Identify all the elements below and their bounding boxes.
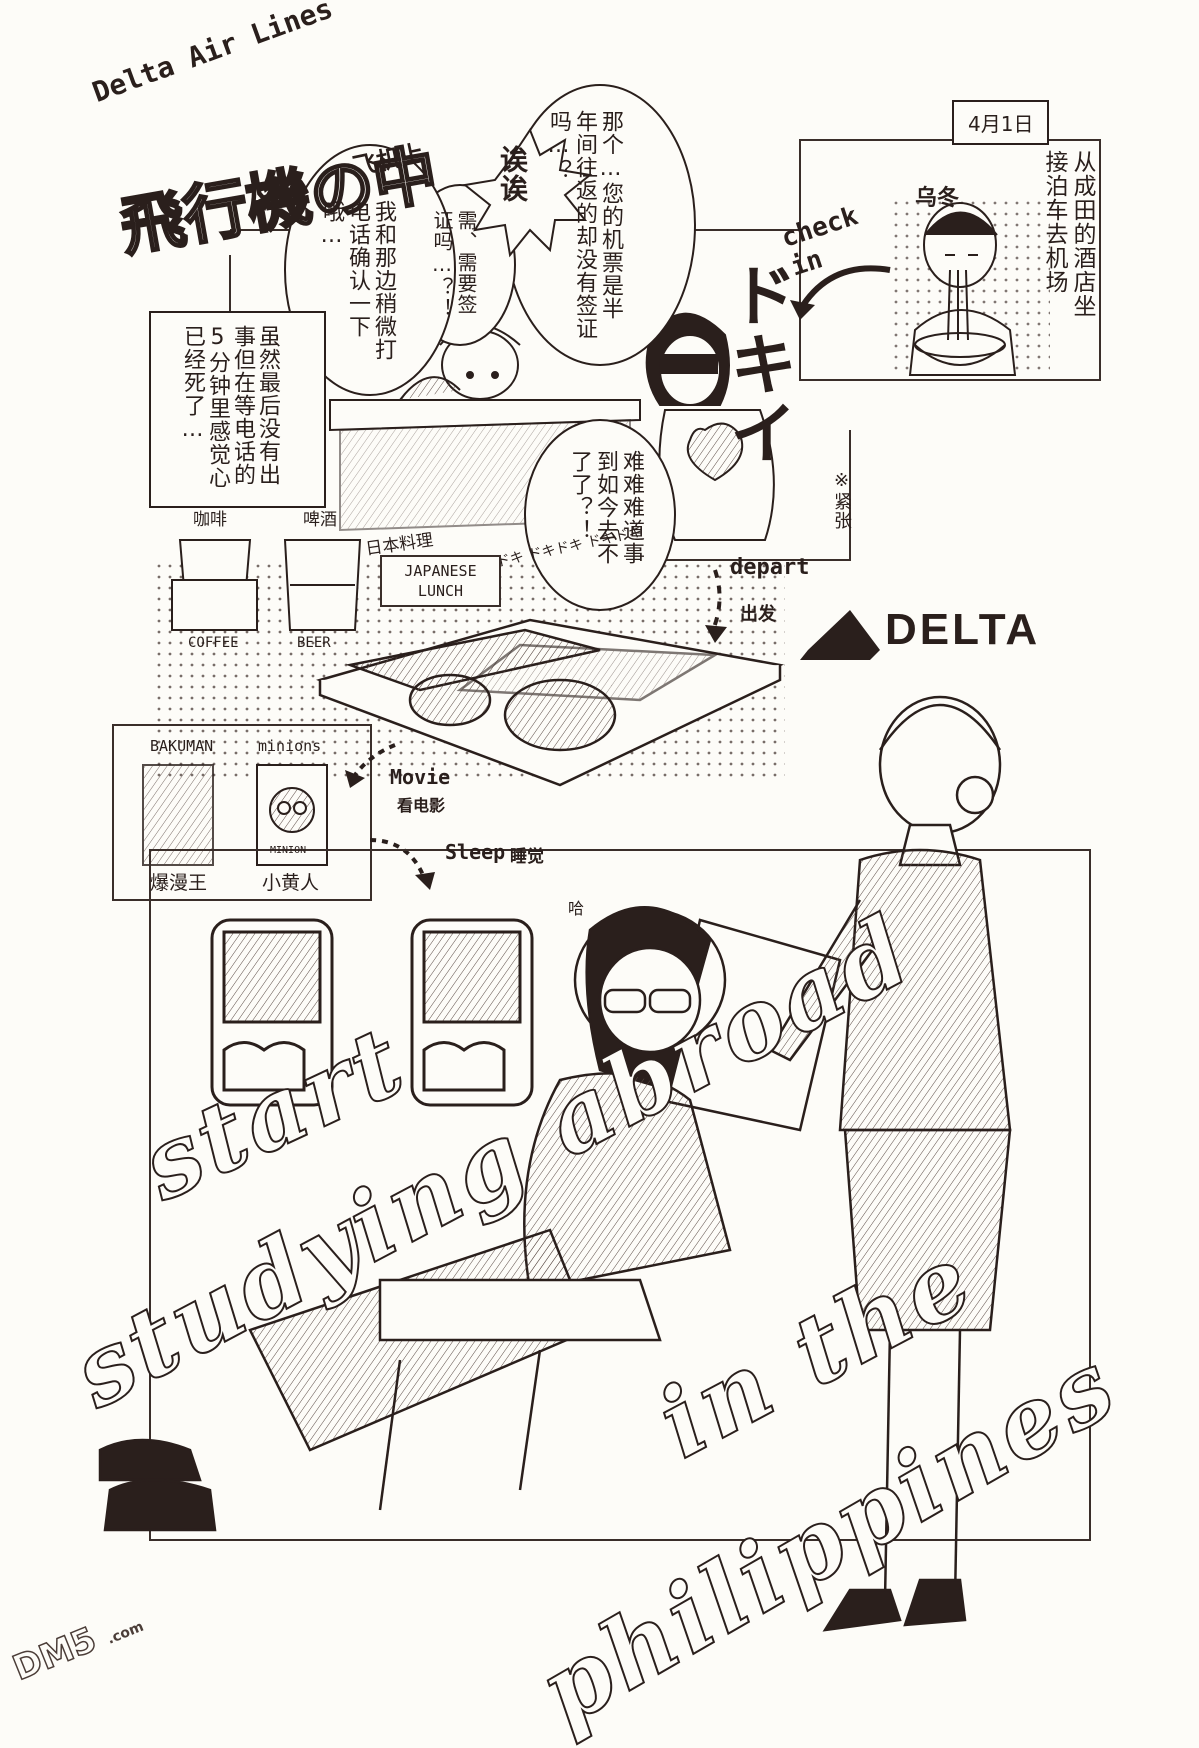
doki-big: ドキイ — [717, 260, 796, 467]
worry-bubble: 难难难道事到如今去不了了？！ — [567, 450, 644, 565]
sleeping-passenger — [98, 906, 842, 1532]
coffee-cn: 咖啡 — [193, 510, 227, 530]
plane-windows — [210, 918, 534, 1107]
depart-cn: 出发 — [740, 604, 776, 625]
depart-label: depart — [730, 555, 810, 580]
nervous-note: ※紧张 — [831, 470, 852, 530]
udon-label: 乌冬 — [915, 186, 960, 211]
movie1-cn: 爆漫王 — [150, 872, 208, 894]
movie-cn: 看电影 — [397, 796, 446, 815]
drinks — [171, 539, 362, 631]
airline-logo: DELTA — [885, 605, 1041, 654]
movie2-poster-text: MINION — [270, 845, 307, 856]
need-visa-bubble: 需、需要签证吗…？！ — [430, 210, 478, 319]
agent-question-bubble: 那个…您的机票是半年间往返的却没有签证吗…？ — [546, 110, 623, 340]
sleep-cn: 睡觉 — [510, 847, 544, 867]
beer-cn: 啤酒 — [303, 510, 337, 530]
movie2-cn: 小黄人 — [262, 872, 320, 894]
japanese-lunch-sign: JAPANESE LUNCH — [380, 555, 501, 607]
coffee-en: COFFEE — [188, 635, 239, 651]
line-art — [98, 84, 1101, 1632]
beer-en: BEER — [297, 635, 331, 651]
snore-sound: 哈 — [568, 899, 585, 918]
summary-box: 虽然最后没有出事但在等电话的5分钟里感觉心已经死了… — [180, 325, 280, 489]
sleep-label: Sleep — [445, 840, 506, 864]
movie1-title: BAKUMAN — [150, 737, 214, 755]
delta-logo-icon — [800, 610, 880, 660]
date-tag: 4月1日 — [952, 100, 1050, 145]
bento-tray — [316, 618, 785, 787]
flight-attendant — [768, 695, 1012, 1632]
movie2-title: minions — [258, 737, 322, 755]
nervous-girl — [645, 312, 775, 541]
udon-girl — [908, 202, 1017, 376]
call-confirm-bubble: 我和那边稍微打电话确认一下哦… — [319, 200, 396, 361]
movie-label: Movie — [390, 765, 451, 789]
eh-eh-bubble: 诶诶 — [496, 145, 529, 203]
hotel-note: 从成田的酒店坐接泊车去机场 — [1041, 150, 1095, 318]
